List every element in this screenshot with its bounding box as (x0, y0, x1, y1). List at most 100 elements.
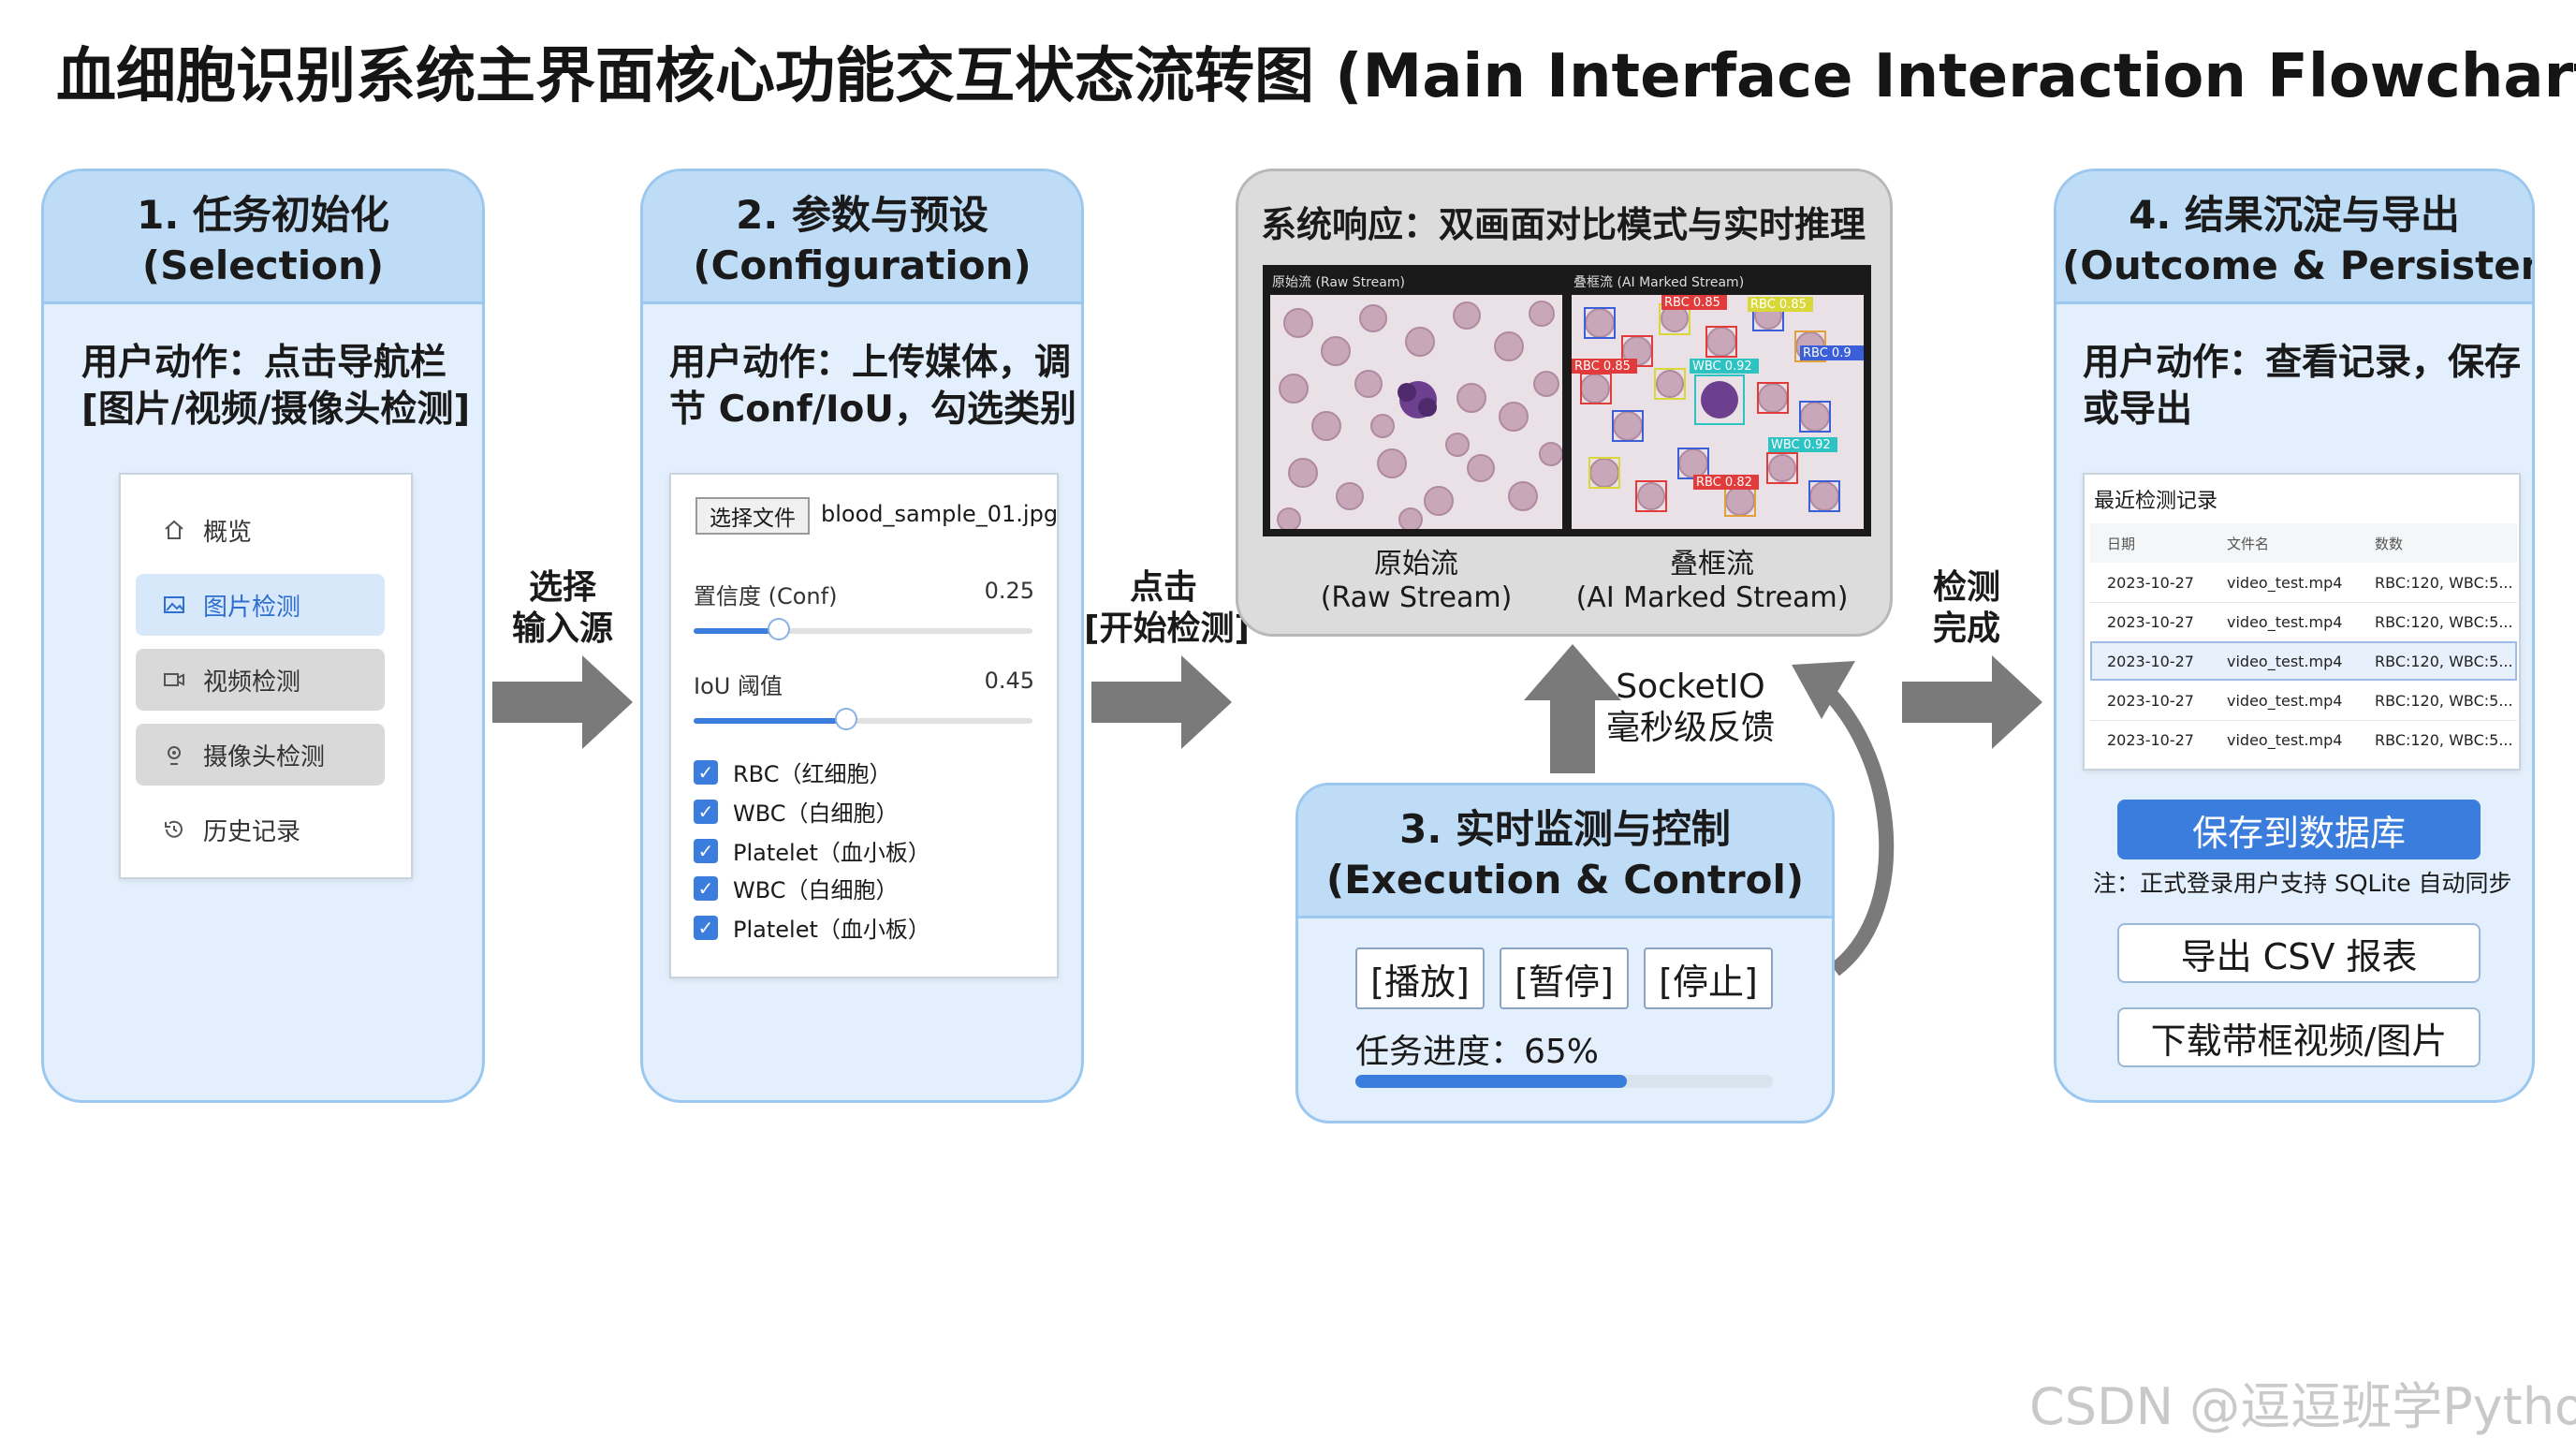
pause-button[interactable]: [暂停] (1500, 947, 1629, 1009)
flow-arrow-3-line1: 检测 (1932, 568, 2000, 607)
flow-arrow-1-line2: 输入源 (511, 609, 613, 648)
socketio-feedback-label: SocketIO 毫秒级反馈 (1597, 667, 1784, 749)
raw-stream-image (1270, 295, 1562, 529)
table-row[interactable]: 2023-10-27 video_test.mp4 RBC:120, WBC:5… (2090, 720, 2517, 759)
step4-heading-subtitle: (Outcome & Persistence) (2062, 242, 2532, 288)
flow-arrow-3 (1902, 655, 2042, 749)
class-label: WBC（白细胞） (733, 800, 899, 827)
flow-arrow-2-label: 点击 [开始检测] (1084, 567, 1250, 650)
camera-icon (160, 741, 188, 769)
row-date: 2023-10-27 (2107, 652, 2194, 670)
table-row[interactable]: 2023-10-27 video_test.mp4 RBC:120, WBC:5… (2090, 681, 2517, 721)
watermark: CSDN @逗逗班学Python (2029, 1377, 2576, 1436)
iou-slider-fill (694, 718, 846, 724)
conf-slider-fill (694, 628, 779, 634)
step3-heading-subtitle: (Execution & Control) (1325, 857, 1805, 903)
step3-heading-title: 3. 实时监测与控制 (1399, 806, 1731, 852)
step1-heading: 1. 任务初始化 (Selection) (44, 171, 482, 304)
checkbox-checked-icon: ✓ (694, 838, 718, 863)
nav-item-camera-detect[interactable]: 摄像头检测 (136, 724, 385, 786)
flow-arrow-3-label: 检测 完成 (1906, 567, 2027, 650)
image-icon (160, 591, 188, 619)
class-label: WBC（白细胞） (733, 877, 899, 903)
nav-item-image-detect[interactable]: 图片检测 (136, 574, 385, 636)
history-icon (160, 815, 188, 844)
feedback-loop-arrow (1792, 661, 1895, 976)
table-row-selected[interactable]: 2023-10-27 video_test.mp4 RBC:120, WBC:5… (2090, 641, 2517, 681)
step4-action-line1: 用户动作：查看记录，保存 (2083, 342, 2522, 384)
nav-item-overview[interactable]: 概览 (136, 499, 385, 561)
play-button[interactable]: [播放] (1355, 947, 1485, 1009)
iou-slider-knob[interactable] (834, 708, 857, 730)
nav-item-label: 历史记录 (203, 817, 301, 846)
file-name: blood_sample_01.jpg (821, 501, 1059, 527)
choose-file-button[interactable]: 选择文件 (695, 497, 810, 535)
class-checkbox-platelet[interactable]: ✓ Platelet（血小板） (694, 834, 930, 867)
step2-action-line1: 用户动作：上传媒体，调 (669, 342, 1072, 384)
step2-heading-subtitle: (Configuration) (693, 242, 1032, 288)
step1-heading-subtitle: (Selection) (141, 242, 385, 288)
step4-heading-title: 4. 结果沉淀与导出 (2129, 192, 2460, 238)
step1-action-line1: 用户动作：点击导航栏 (81, 342, 447, 384)
export-csv-button[interactable]: 导出 CSV 报表 (2117, 923, 2481, 983)
table-row[interactable]: 2023-10-27 video_test.mp4 RBC:120, WBC:5… (2090, 563, 2517, 603)
raw-stream-caption-line1: 原始流 (1374, 548, 1458, 580)
iou-label: IoU 阈值 (694, 673, 783, 699)
save-to-database-button[interactable]: 保存到数据库 (2117, 800, 2481, 859)
marked-stream-caption-line1: 叠框流 (1670, 548, 1754, 580)
marked-stream-subtitle: 叠框流 (AI Marked Stream) (1573, 275, 1745, 290)
flow-arrow-1-label: 选择 输入源 (502, 567, 623, 650)
det-label-7: RBC 0.82 (1696, 476, 1752, 490)
class-label: RBC（红细胞） (733, 761, 892, 787)
conf-label: 置信度 (Conf) (694, 583, 838, 609)
conf-slider-knob[interactable] (767, 618, 790, 640)
row-file: video_test.mp4 (2227, 612, 2343, 631)
step3-heading: 3. 实时监测与控制 (Execution & Control) (1298, 786, 1832, 918)
nav-item-label: 摄像头检测 (203, 742, 326, 771)
step4-user-action: 用户动作：查看记录，保存 或导出 (2083, 340, 2521, 433)
marked-stream-image: RBC 0.85 RBC 0.85 RBC 0.9 RBC 0.85 WBC 0… (1572, 295, 1864, 529)
nav-sidebar: 概览 图片检测 视频检测 摄像头检测 历史记录 (119, 473, 413, 879)
step2-action-line2: 节 Conf/IoU，勾选类别 (669, 389, 1076, 431)
row-count: RBC:120, WBC:5... (2375, 730, 2513, 749)
raw-stream-caption-line2: (Raw Stream) (1320, 581, 1513, 614)
nav-item-label: 视频检测 (203, 668, 301, 697)
row-count: RBC:120, WBC:5... (2375, 573, 2513, 592)
page-title: 血细胞识别系统主界面核心功能交互状态流转图 (Main Interface In… (56, 42, 2576, 111)
download-annotated-media-button[interactable]: 下载带框视频/图片 (2117, 1007, 2481, 1067)
nav-item-video-detect[interactable]: 视频检测 (136, 649, 385, 711)
system-response-panel: 系统响应：双画面对比模式与实时推理 原始流 (Raw Stream) (1236, 169, 1893, 637)
table-row[interactable]: 2023-10-27 video_test.mp4 RBC:120, WBC:5… (2090, 602, 2517, 642)
socketio-label-line2: 毫秒级反馈 (1605, 709, 1775, 747)
step1-heading-title: 1. 任务初始化 (137, 192, 389, 238)
feedback-up-arrow (1524, 644, 1621, 773)
iou-slider[interactable] (694, 708, 1032, 730)
socketio-label-line1: SocketIO (1616, 668, 1765, 706)
det-label-3: RBC 0.9 (1803, 346, 1852, 360)
det-label-5: WBC 0.92 (1692, 360, 1752, 374)
row-date: 2023-10-27 (2107, 612, 2194, 631)
step4-panel: 4. 结果沉淀与导出 (Outcome & Persistence) 用户动作：… (2054, 169, 2535, 1103)
nav-item-history[interactable]: 历史记录 (136, 799, 385, 860)
nav-item-label: 概览 (203, 518, 253, 547)
col-file-header: 文件名 (2227, 535, 2270, 552)
nav-item-label: 图片检测 (203, 593, 301, 622)
system-response-title: 系统响应：双画面对比模式与实时推理 (1261, 204, 1866, 245)
class-checkbox-platelet-2[interactable]: ✓ Platelet（血小板） (694, 911, 930, 944)
row-count: RBC:120, WBC:5... (2375, 691, 2513, 710)
class-checkbox-wbc-2[interactable]: ✓ WBC（白细胞） (694, 872, 899, 904)
conf-slider[interactable] (694, 618, 1032, 640)
checkbox-checked-icon: ✓ (694, 875, 718, 901)
flow-arrow-3-line2: 完成 (1932, 609, 2000, 648)
flow-arrow-2-line1: 点击 (1129, 568, 1197, 607)
row-file: video_test.mp4 (2227, 730, 2343, 749)
det-label-4: RBC 0.85 (1574, 360, 1631, 374)
row-count: RBC:120, WBC:5... (2375, 612, 2513, 631)
task-progress-label: 任务进度：65% (1355, 1033, 1600, 1071)
row-file: video_test.mp4 (2227, 573, 2343, 592)
class-checkbox-rbc[interactable]: ✓ RBC（红细胞） (694, 756, 891, 788)
det-label-1: RBC 0.85 (1664, 296, 1720, 310)
stop-button[interactable]: [停止] (1644, 947, 1773, 1009)
flow-arrow-1 (492, 655, 633, 749)
class-checkbox-wbc[interactable]: ✓ WBC（白细胞） (694, 795, 899, 828)
